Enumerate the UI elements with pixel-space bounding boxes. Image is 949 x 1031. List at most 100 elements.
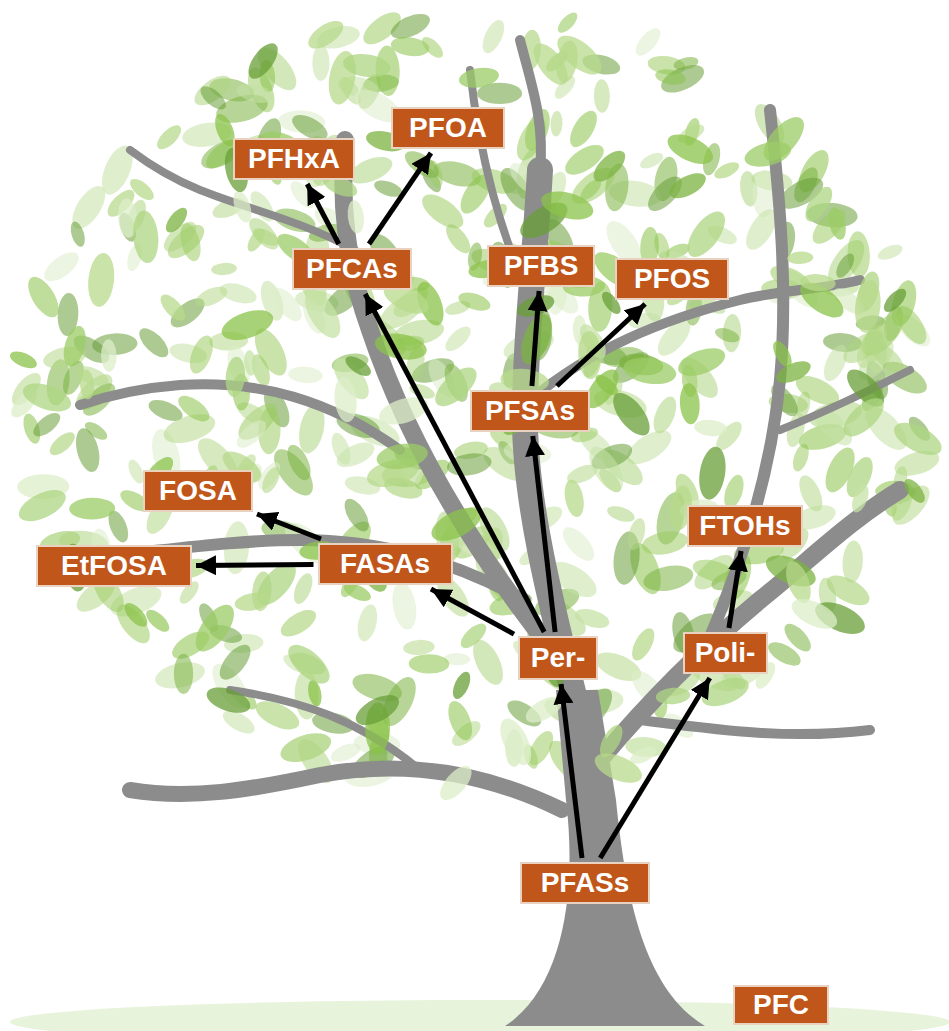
term-box: EtFOSA xyxy=(36,545,192,587)
leaf xyxy=(457,65,500,90)
leaf xyxy=(605,503,636,525)
term-box: PFSAs xyxy=(470,390,590,432)
leaf xyxy=(232,416,270,453)
leaf xyxy=(557,522,599,566)
arrow-connector xyxy=(307,184,339,244)
leaf xyxy=(553,39,580,84)
term-box: FOSA xyxy=(143,470,253,512)
leaf xyxy=(880,285,910,316)
leaf xyxy=(211,262,238,276)
term-label: FASAs xyxy=(340,550,430,578)
leaf xyxy=(375,440,430,472)
leaves xyxy=(7,9,947,805)
leaf xyxy=(419,33,447,61)
leaf xyxy=(218,304,277,346)
leaves xyxy=(7,6,942,791)
leaf xyxy=(341,51,391,80)
leaf xyxy=(594,79,611,113)
leaf xyxy=(111,599,156,649)
term-label: PFC xyxy=(753,991,809,1019)
leaf xyxy=(134,323,173,362)
leaf xyxy=(640,528,690,558)
leaf xyxy=(142,606,172,636)
leaf xyxy=(162,204,191,236)
term-box: Per- xyxy=(518,636,598,680)
leaf xyxy=(591,747,647,789)
leaf xyxy=(538,186,596,224)
arrow-connector xyxy=(196,562,314,568)
leaf xyxy=(679,383,701,425)
term-label: Poli- xyxy=(695,639,756,667)
leaf xyxy=(663,128,717,170)
leaf xyxy=(409,654,450,674)
term-box: PFOS xyxy=(615,258,729,300)
leaf xyxy=(224,356,247,398)
term-box: FASAs xyxy=(318,543,453,585)
leaf xyxy=(606,387,656,442)
leaf xyxy=(654,67,687,87)
leaf xyxy=(631,24,664,59)
leaf xyxy=(197,82,230,114)
term-label: FOSA xyxy=(159,477,237,505)
leaf xyxy=(780,619,815,655)
leaf xyxy=(304,16,348,54)
leaf xyxy=(60,324,90,369)
leaf xyxy=(787,251,814,265)
leaf xyxy=(174,391,214,426)
term-box: PFOA xyxy=(391,107,505,149)
leaf xyxy=(354,603,380,644)
leaf xyxy=(441,322,474,355)
leaf xyxy=(214,640,256,685)
leaf xyxy=(416,188,469,235)
trunk xyxy=(505,690,705,1026)
leaf xyxy=(243,38,283,83)
arrow-connector xyxy=(729,551,741,628)
leaf xyxy=(693,418,728,437)
leaf xyxy=(185,332,217,376)
leaf xyxy=(562,478,587,519)
leaf xyxy=(312,45,329,81)
leaf xyxy=(346,199,366,234)
leaf xyxy=(69,497,115,520)
leaf xyxy=(713,325,741,345)
term-label: FTOHs xyxy=(699,512,790,540)
leaf xyxy=(756,110,811,167)
leaf xyxy=(19,378,74,417)
term-label: PFSAs xyxy=(485,397,575,425)
leaf xyxy=(276,605,320,642)
leaf xyxy=(638,150,666,172)
leaf xyxy=(156,290,189,324)
leaf xyxy=(153,121,185,153)
leaf xyxy=(389,580,420,631)
arrow-connector xyxy=(532,291,539,386)
leaf xyxy=(8,348,40,372)
leaf xyxy=(799,273,836,292)
leaf xyxy=(46,428,79,459)
arrow-connector xyxy=(561,684,582,858)
leaf xyxy=(282,638,336,690)
leaf xyxy=(131,209,161,264)
leaf xyxy=(342,352,374,379)
leaf xyxy=(456,289,492,314)
term-box: PFBS xyxy=(487,245,595,287)
term-label: Per- xyxy=(531,644,585,672)
leaf xyxy=(288,366,324,385)
leaf xyxy=(127,175,158,204)
term-box: PFHxA xyxy=(233,138,355,180)
leaf xyxy=(193,283,230,311)
leaf xyxy=(573,606,612,632)
leaf xyxy=(672,55,699,72)
term-box: PFCAs xyxy=(292,248,412,290)
leaf xyxy=(900,476,928,507)
leaf xyxy=(833,251,858,281)
leaf xyxy=(680,205,732,263)
leaf xyxy=(351,689,404,731)
leaf xyxy=(188,598,241,657)
leaf xyxy=(101,339,117,372)
leaf xyxy=(852,279,883,334)
leaf xyxy=(655,686,691,705)
leaf xyxy=(340,495,374,536)
